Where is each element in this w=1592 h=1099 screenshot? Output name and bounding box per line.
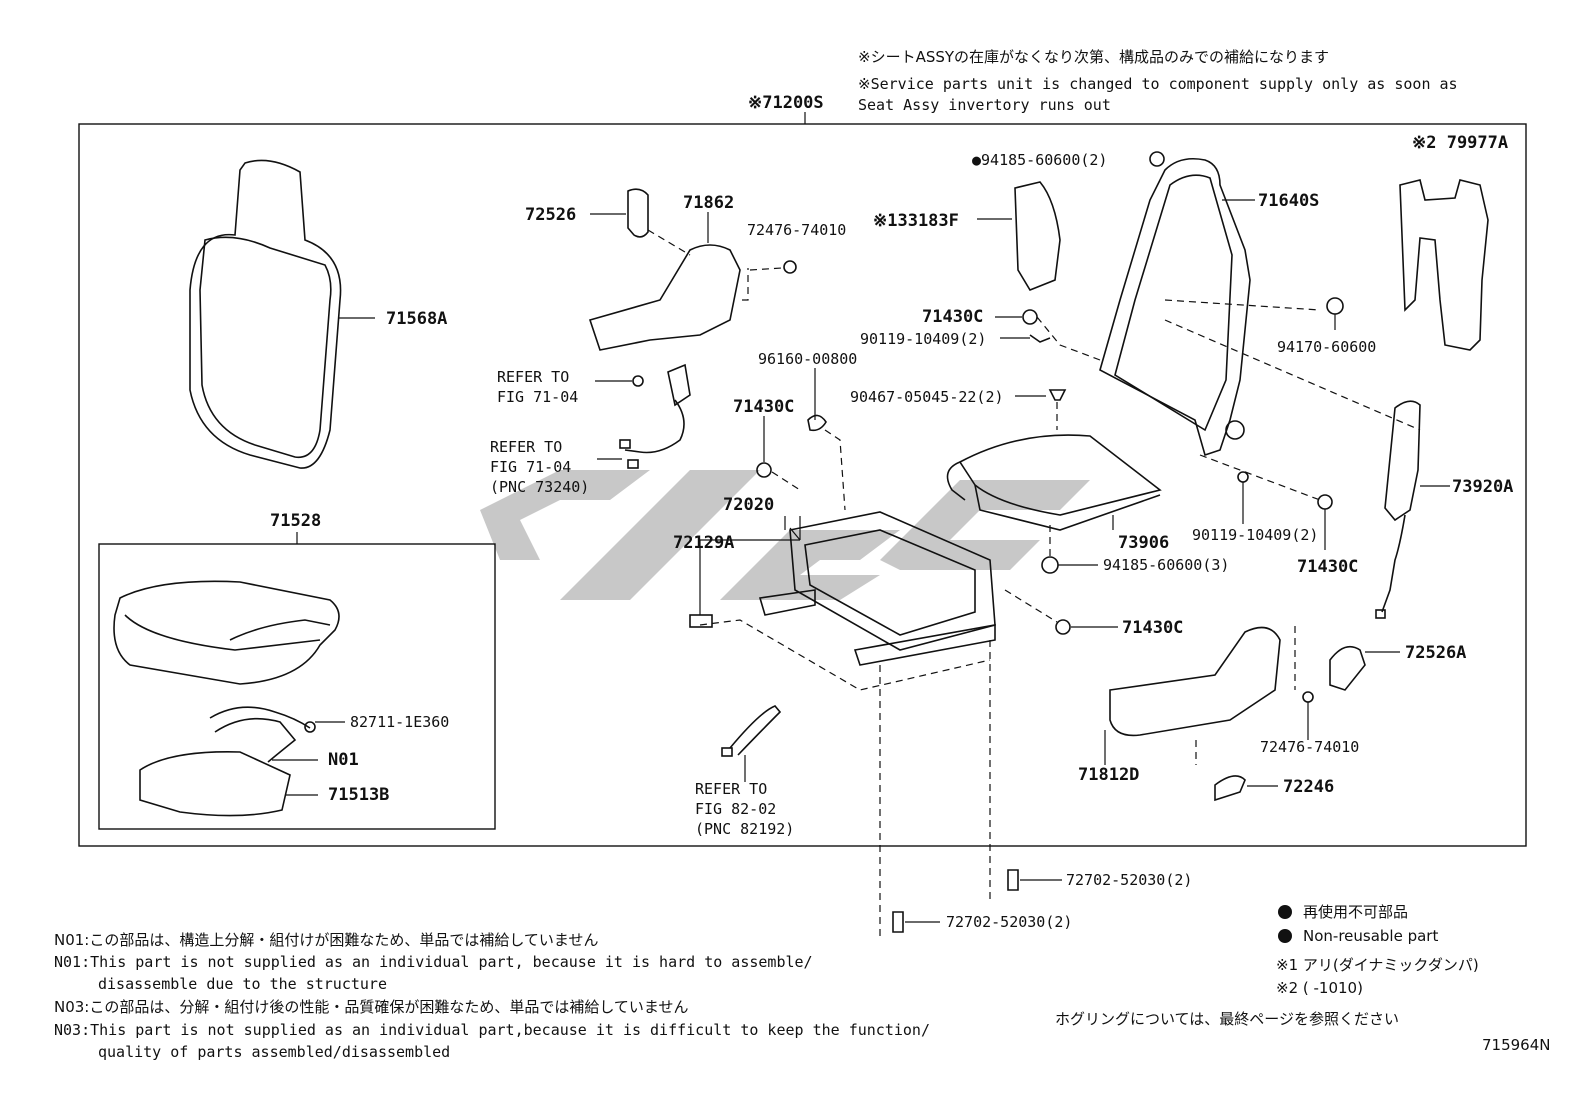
label-71513B: 71513B: [328, 785, 389, 805]
label-N01: N01: [328, 750, 359, 770]
label-71430C-b: 71430C: [922, 307, 983, 327]
assembly-frame: [78, 123, 1527, 847]
label-72476-a: 72476-74010: [747, 221, 846, 239]
side-cover-71812D-part: [1104, 626, 1296, 765]
label-79977A: ※2 79977A: [1412, 133, 1508, 153]
label-90119-a: 90119-10409(2): [860, 330, 986, 348]
label-71430C-c: 71430C: [1122, 618, 1183, 638]
nut-94185-bottom-part: [1041, 525, 1098, 574]
knob-72526A-part: [1329, 645, 1400, 691]
refer-b-line3: (PNC 73240): [490, 478, 589, 496]
label-73920A: 73920A: [1452, 477, 1513, 497]
label-82711: 82711-1E360: [350, 713, 449, 731]
label-94185-top: ●94185-60600(2): [972, 151, 1107, 169]
clip-94170-part: [1326, 297, 1344, 330]
legend-mark2: ※2 ( -1010): [1276, 979, 1363, 997]
connector-refer-c-part: [721, 705, 782, 782]
clip-90467-part: [1015, 389, 1067, 430]
label-72476-b: 72476-74010: [1260, 738, 1359, 756]
label-94185-bottom: 94185-60600(3): [1103, 556, 1229, 574]
bolt-71430C-c-part: [1004, 589, 1118, 635]
label-72526A: 72526A: [1405, 643, 1466, 663]
bolt-72702-a-part: [989, 640, 1062, 900]
cushion-subassembly-box: [98, 543, 496, 830]
bolt-71430C-b-part: [995, 309, 1101, 361]
label-133183F: ※133183F: [873, 211, 959, 231]
lever-72246-part: [1214, 775, 1278, 802]
refer-b-line2: FIG 71-04: [490, 458, 571, 476]
seatback-frame-71640S-part: [1099, 157, 1421, 457]
footnote-n03-jp: N03:この部品は、分解・組付け後の性能・品質確保が困難なため、単品では補給して…: [54, 998, 688, 1016]
diagram-id: 715964N: [1482, 1036, 1550, 1054]
label-71430C-a: 71430C: [733, 397, 794, 417]
assembly-label: ※71200S: [748, 93, 824, 113]
bullet-icon-1: [1278, 905, 1292, 919]
label-71812D: 71812D: [1078, 765, 1139, 785]
label-71862: 71862: [683, 193, 734, 213]
harness-82711-part: [209, 706, 345, 763]
refer-b-line1: REFER TO: [490, 438, 562, 456]
label-72702-b: 72702-52030(2): [946, 913, 1072, 931]
footnote-n01-en-1: N01:This part is not supplied as an indi…: [54, 953, 813, 971]
label-72246: 72246: [1283, 777, 1334, 797]
label-72702-a: 72702-52030(2): [1066, 871, 1192, 889]
label-71430C-d: 71430C: [1297, 557, 1358, 577]
label-96160: 96160-00800: [758, 350, 857, 368]
leader-72129A: [789, 527, 801, 541]
label-94170: 94170-60600: [1277, 338, 1376, 356]
seat-cushion-part: [113, 580, 340, 685]
seatback-cover-part: [189, 159, 375, 469]
bolt-71430C-a-part: [756, 416, 801, 491]
occupant-sensor-mat-part: [139, 751, 318, 817]
bolt-72702-b-part: [879, 665, 940, 940]
legend-mark1: ※1 アリ(ダイナミックダンパ): [1276, 956, 1479, 974]
legend-hog-ring: ホグリングについては、最終ページを参照ください: [1055, 1010, 1399, 1028]
screw-72476-b-part: [1302, 691, 1314, 740]
label-90119-b: 90119-10409(2): [1192, 526, 1318, 544]
side-airbag-73920A-part: [1375, 400, 1450, 619]
header-note-en-1: ※Service parts unit is changed to compon…: [858, 75, 1458, 93]
bullet-icon-2: [1278, 929, 1292, 943]
recliner-cover-71862-part: [588, 212, 797, 351]
pad-79977A-part: [1399, 179, 1489, 351]
clip-96160-part: [807, 368, 846, 511]
legend-nonreuse-jp: 再使用不可部品: [1303, 903, 1408, 921]
label-73906: 73906: [1118, 533, 1169, 553]
label-90467: 90467-05045-22(2): [850, 388, 1004, 406]
label-72129A: 72129A: [673, 533, 734, 553]
cushion-pad-73906-part: [946, 434, 1162, 531]
label-71528: 71528: [270, 511, 321, 531]
header-note-en-2: Seat Assy invertory runs out: [858, 96, 1111, 114]
footnote-n03-en-2: quality of parts assembled/disassembled: [98, 1043, 450, 1061]
refer-a-line1: REFER TO: [497, 368, 569, 386]
refer-c-line3: (PNC 82192): [695, 820, 794, 838]
damper-133183F-part: [977, 181, 1061, 291]
footnote-n01-jp: N01:この部品は、構造上分解・組付けが困難なため、単品では補給していません: [54, 931, 598, 949]
label-71640S: 71640S: [1258, 191, 1319, 211]
footnote-n01-en-2: disassemble due to the structure: [98, 975, 387, 993]
seatbelt-buckle-part: [595, 363, 691, 469]
label-72526: 72526: [525, 205, 576, 225]
label-72020: 72020: [723, 495, 774, 515]
footnote-n03-en-1: N03:This part is not supplied as an indi…: [54, 1021, 930, 1039]
legend-nonreuse-en: Non-reusable part: [1303, 927, 1438, 945]
watermark-logo: [480, 470, 1090, 600]
nut-94185-top-part: [1149, 151, 1165, 167]
refer-c-line1: REFER TO: [695, 780, 767, 798]
refer-c-line2: FIG 82-02: [695, 800, 776, 818]
recliner-knob-72526-part: [590, 188, 691, 256]
bolt-90119-b-part: [1199, 454, 1333, 550]
refer-a-line2: FIG 71-04: [497, 388, 578, 406]
header-note-jp: ※シートASSYの在庫がなくなり次第、構成品のみでの補給になります: [858, 48, 1329, 66]
seat-frame-72020-part: [689, 511, 996, 691]
label-71568A: 71568A: [386, 309, 447, 329]
